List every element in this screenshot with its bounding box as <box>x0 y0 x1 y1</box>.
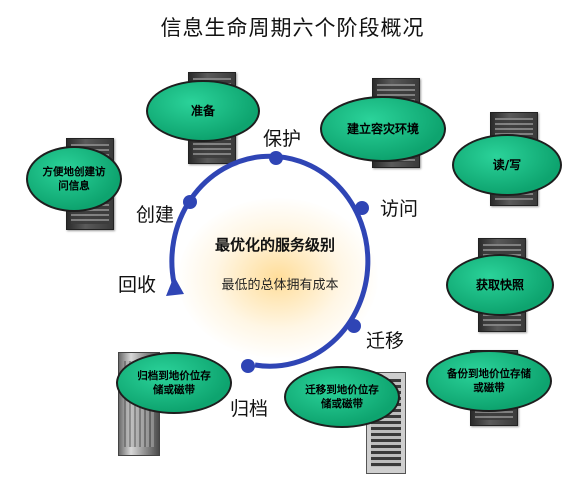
stage-label-recycle: 回收 <box>118 274 157 296</box>
bubble-rw: 读/写 <box>452 134 562 196</box>
stage-label-protect: 保护 <box>263 128 302 150</box>
stage-dot-create <box>183 195 197 209</box>
stage-dot-migrate <box>347 319 361 333</box>
stage-dot-archive <box>241 359 255 373</box>
stage-label-create: 创建 <box>136 204 175 226</box>
bubble-migrate: 迁移到地价位存储或磁带 <box>284 366 400 428</box>
bubble-create: 方便地创建访问信息 <box>26 146 122 212</box>
bubble-prepare: 准备 <box>146 80 260 142</box>
bubble-dr: 建立容灾环境 <box>320 96 446 162</box>
stage-label-access: 访问 <box>380 198 419 220</box>
cycle-arrowhead <box>166 276 184 296</box>
diagram-title: 信息生命周期六个阶段概况 <box>160 16 425 40</box>
center-main-text: 最优化的服务级别 <box>214 236 335 254</box>
stage-label-migrate: 迁移 <box>366 330 405 352</box>
bubble-snapshot: 获取快照 <box>446 254 554 316</box>
stage-label-archive: 归档 <box>230 398 269 420</box>
center-sub-text: 最低的总体拥有成本 <box>221 278 339 293</box>
cycle-arc <box>169 153 371 369</box>
bubble-archive: 归档到地价位存储或磁带 <box>116 352 232 414</box>
stage-dot-access <box>355 201 369 215</box>
stage-dot-protect <box>269 151 283 165</box>
bubble-backup: 备份到地价位存储或磁带 <box>426 350 552 412</box>
